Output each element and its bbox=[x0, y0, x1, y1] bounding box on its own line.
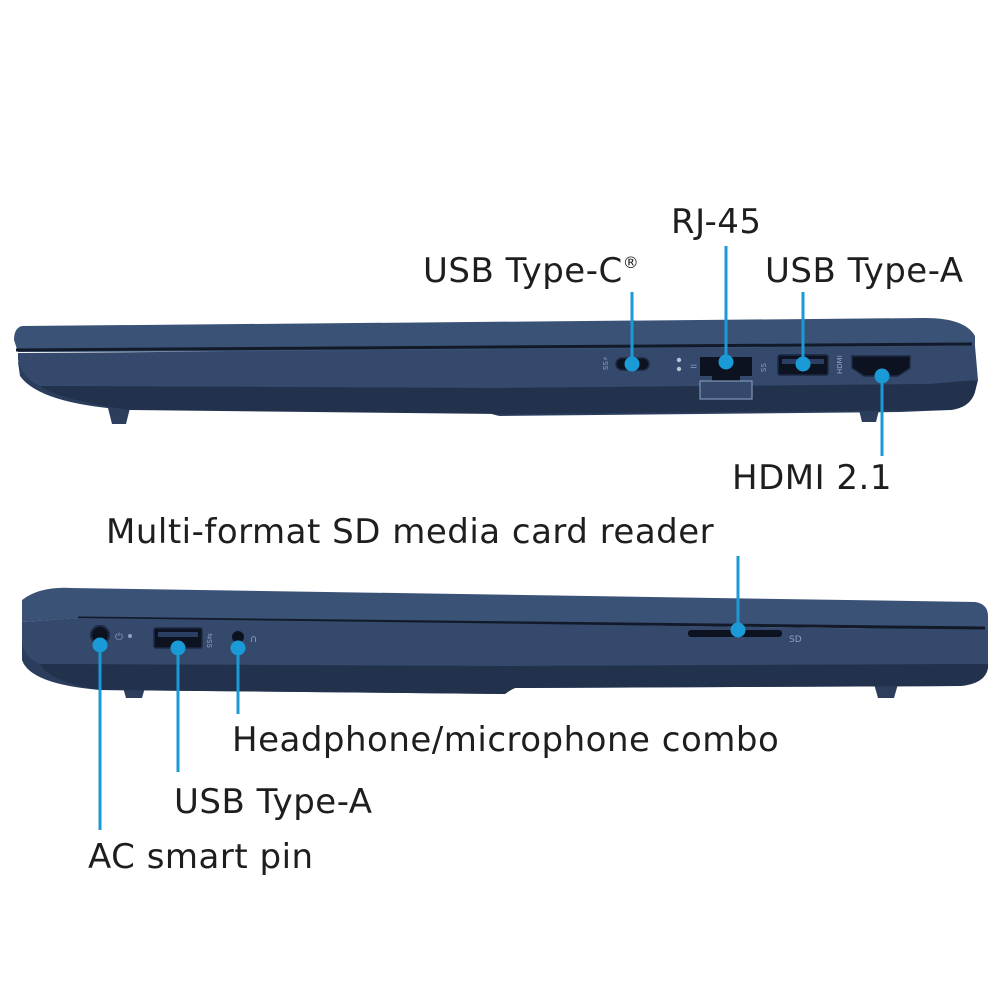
rj45-door bbox=[699, 380, 753, 400]
usb-a-tongue-left bbox=[158, 632, 198, 637]
usb-a-left-label: USB Type-A bbox=[174, 782, 373, 822]
laptop-foot-right-2 bbox=[874, 684, 898, 698]
laptop-left-side-view: ⏻ SS⇆ ∩ SD bbox=[22, 587, 988, 698]
usb-a-callout-dot bbox=[795, 356, 811, 372]
audio-callout-dot bbox=[230, 640, 246, 656]
status-led-1 bbox=[676, 357, 682, 363]
usb-a-marking-left: SS⇆ bbox=[206, 633, 214, 648]
audio-combo-label: Headphone/microphone combo bbox=[232, 720, 780, 760]
power-marking: ⏻ bbox=[115, 632, 123, 643]
sd-reader-label: Multi-format SD media card reader bbox=[106, 512, 715, 552]
callouts-right-side bbox=[624, 246, 890, 456]
power-led bbox=[128, 634, 132, 638]
sd-callout-dot bbox=[730, 622, 746, 638]
usb-a-label: USB Type-A bbox=[765, 251, 964, 291]
usb-c-marking: SS⚡ bbox=[602, 356, 610, 370]
laptop-right-side-view: SS⚡ ⚌ SS HDMI bbox=[14, 318, 978, 424]
hdmi-label: HDMI 2.1 bbox=[732, 458, 892, 498]
laptop-lower-band-2 bbox=[40, 664, 988, 694]
rj45-marking: ⚌ bbox=[690, 361, 697, 370]
rj45-callout-dot bbox=[718, 354, 734, 370]
sd-marking: SD bbox=[789, 635, 802, 645]
laptop-seam bbox=[15, 342, 973, 352]
audio-jack-port bbox=[232, 631, 244, 643]
hdmi-port bbox=[851, 355, 911, 377]
ac-pin-callout-dot bbox=[92, 637, 108, 653]
laptop-seam-2 bbox=[77, 616, 986, 630]
usb-a-marking: SS bbox=[760, 363, 768, 372]
status-led-2 bbox=[676, 366, 682, 372]
laptop-foot-left bbox=[108, 408, 130, 424]
registered-mark: ® bbox=[622, 253, 640, 272]
callouts-left-side bbox=[92, 556, 746, 830]
laptop-lid bbox=[14, 318, 975, 352]
ac-pin-label: AC smart pin bbox=[88, 837, 314, 877]
usb-c-callout-dot bbox=[624, 356, 640, 372]
hdmi-marking: HDMI bbox=[836, 355, 844, 374]
hdmi-callout-dot bbox=[874, 368, 890, 384]
laptop-hinge-curve bbox=[22, 587, 80, 622]
usb-a-left-callout-dot bbox=[170, 640, 186, 656]
headset-marking: ∩ bbox=[250, 634, 257, 645]
usb-c-label: USB Type-C® bbox=[423, 251, 640, 291]
rj45-label: RJ-45 bbox=[671, 202, 762, 242]
laptop-side-face bbox=[18, 346, 978, 388]
